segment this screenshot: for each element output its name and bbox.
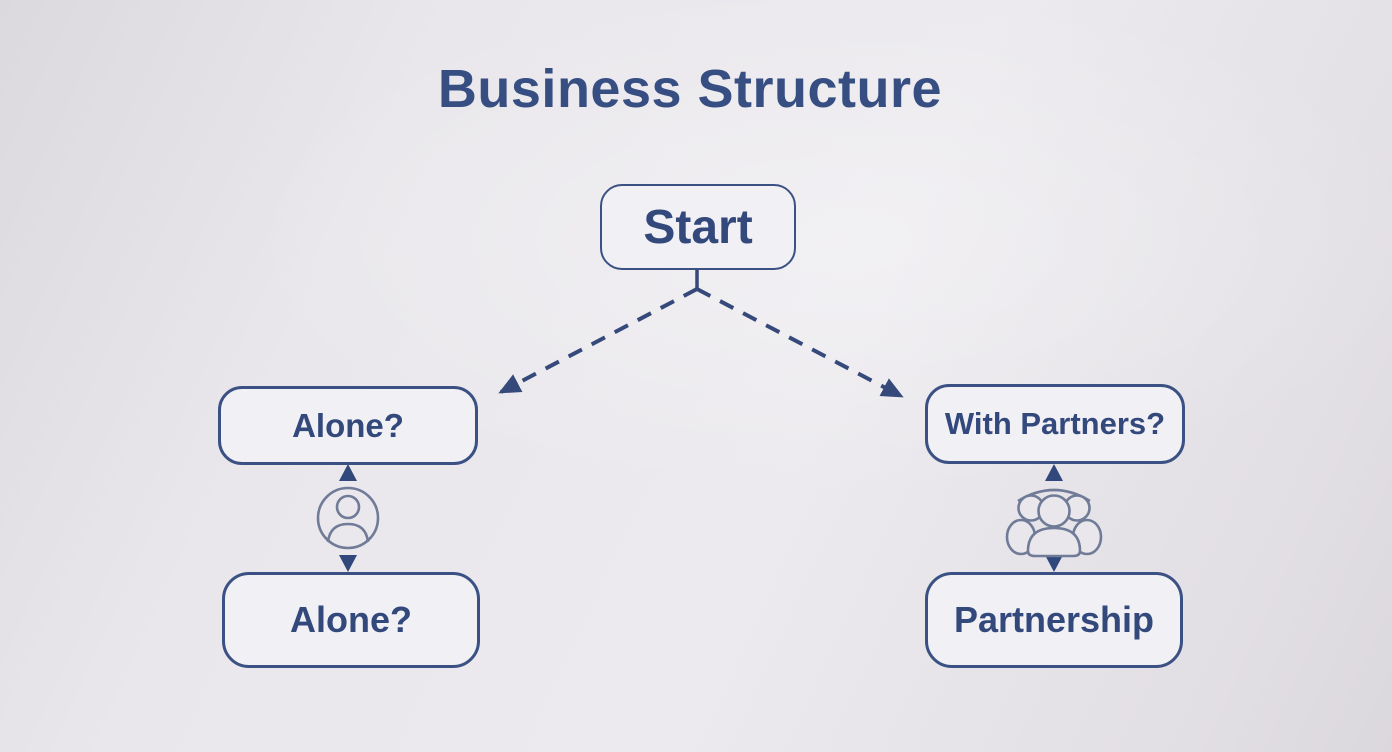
node-start: Start <box>600 184 796 270</box>
node-start-label: Start <box>643 200 753 254</box>
node-partnership: Partnership <box>925 572 1183 668</box>
edge-start-to-alone <box>498 287 698 394</box>
node-partnership-label: Partnership <box>953 599 1155 640</box>
edge-start-to-partners <box>696 287 904 398</box>
up-arrowhead <box>339 464 357 481</box>
person-icon <box>316 486 380 550</box>
people-group-icon <box>1005 488 1103 558</box>
diagram-title: Business Structure <box>437 59 943 119</box>
node-alone-outcome: Alone? <box>222 572 480 668</box>
edge-partnership-pair <box>1005 464 1103 572</box>
down-arrowhead <box>339 555 357 572</box>
node-alone-question-label: Alone? <box>292 406 404 444</box>
node-alone-outcome-label: Alone? <box>290 599 412 640</box>
edge-alone-pair <box>316 464 380 572</box>
node-with-partners-label: With Partners? <box>944 406 1166 441</box>
up-arrowhead <box>1045 464 1063 481</box>
node-alone-question: Alone? <box>218 386 478 465</box>
down-arrowhead <box>1045 555 1063 572</box>
node-with-partners: With Partners? <box>925 384 1185 464</box>
